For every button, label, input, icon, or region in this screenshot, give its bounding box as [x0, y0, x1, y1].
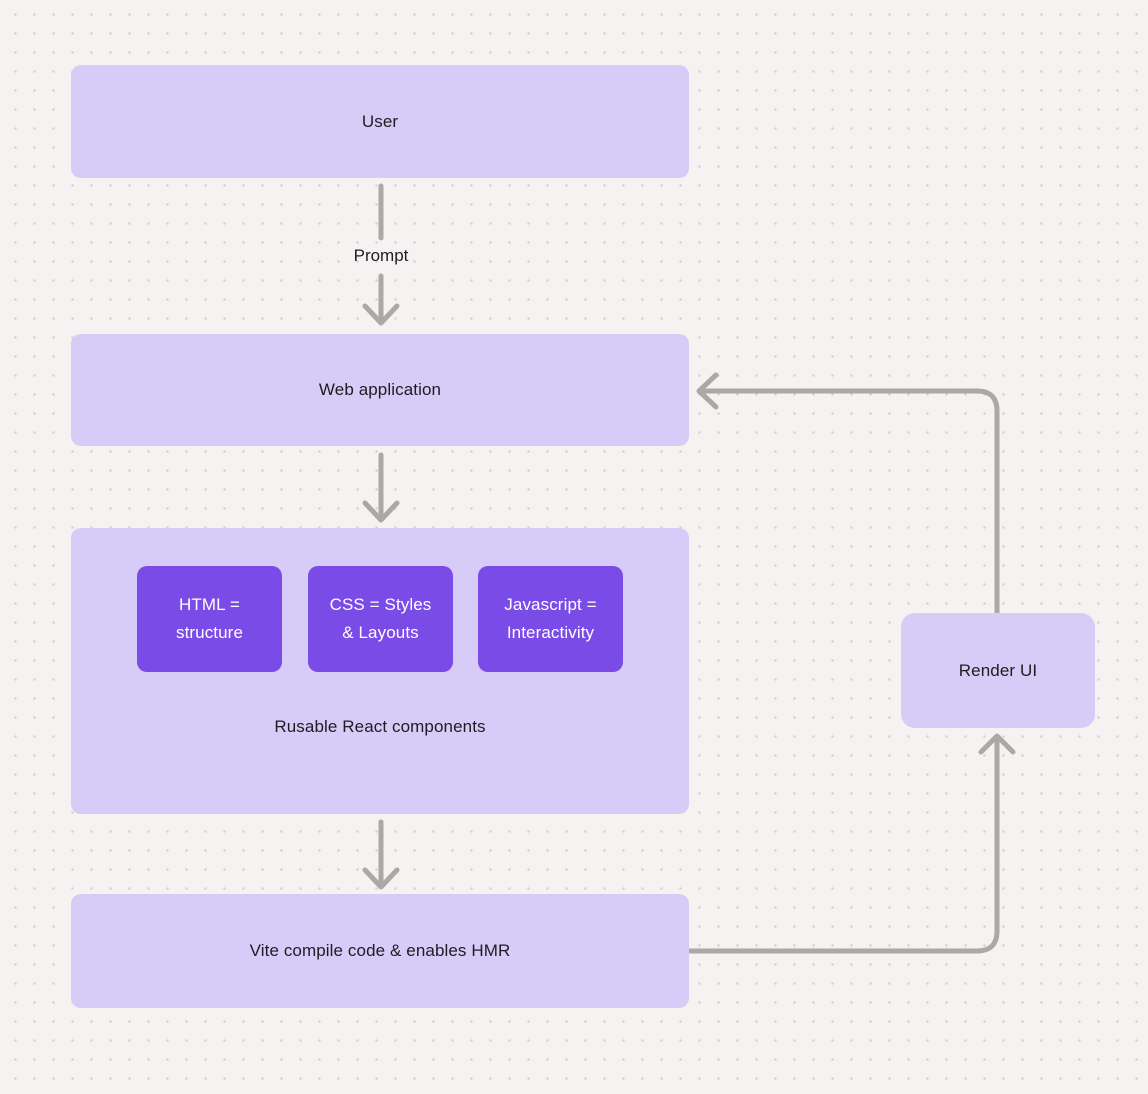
edge-segment[interactable] — [687, 734, 1000, 954]
arrowhead-down — [362, 500, 400, 523]
node-vite-label: Vite compile code & enables HMR — [249, 941, 511, 960]
chip-html-line2: structure — [175, 623, 244, 642]
edge-label-prompt[interactable]: Prompt — [353, 246, 409, 265]
chip-javascript-line2: Interactivity — [506, 623, 595, 642]
node-render-ui-label: Render UI — [958, 660, 1038, 680]
edge-vite-to-render-ui[interactable] — [687, 733, 1016, 954]
arrowhead-left — [696, 372, 719, 410]
arrowhead-down — [362, 867, 400, 890]
components-group-caption: Rusable React components — [274, 717, 486, 736]
edge-user-to-web-application[interactable] — [362, 183, 400, 326]
node-web-application-label: Web application — [318, 380, 442, 399]
node-web-application[interactable]: Web application — [71, 334, 689, 446]
chip-css-line2: & Layouts — [342, 623, 419, 642]
node-vite[interactable]: Vite compile code & enables HMR — [71, 894, 689, 1008]
edge-components-to-vite[interactable] — [362, 819, 400, 890]
edge-segment[interactable] — [698, 388, 1000, 616]
chip-css-line1: CSS = Styles — [329, 595, 432, 614]
node-components-group[interactable]: HTML = structure CSS = Styles & Layouts … — [71, 528, 689, 814]
chip-css[interactable]: CSS = Styles & Layouts — [308, 566, 453, 672]
edge-render-ui-to-web-application[interactable] — [696, 372, 1000, 616]
chip-javascript-line1: Javascript = — [504, 595, 597, 614]
edge-web-application-to-components[interactable] — [362, 452, 400, 523]
node-user-label: User — [361, 111, 399, 131]
chip-html-line1: HTML = — [179, 595, 240, 614]
node-render-ui[interactable]: Render UI — [901, 613, 1095, 728]
chip-javascript[interactable]: Javascript = Interactivity — [478, 566, 623, 672]
arrowhead-down — [362, 303, 400, 326]
arrowhead-up — [978, 733, 1016, 755]
chip-html[interactable]: HTML = structure — [137, 566, 282, 672]
node-user[interactable]: User — [71, 65, 689, 178]
